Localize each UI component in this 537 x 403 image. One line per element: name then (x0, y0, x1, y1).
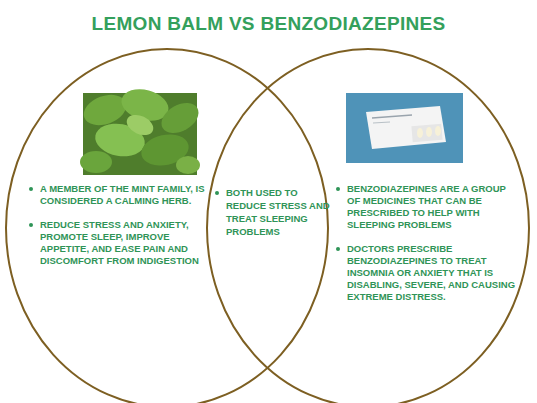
circle-outline (207, 49, 529, 403)
bullet-text: DOCTORS PRESCRIBE BENZODIAZEPINES TO TRE… (347, 243, 515, 302)
bullet-list: BENZODIAZEPINES ARE A GROUP OF MEDICINES… (335, 183, 516, 315)
diagram-title: LEMON BALM VS BENZODIAZEPINES (0, 13, 537, 35)
photo-ground (346, 93, 463, 163)
bullet-dot (336, 187, 340, 191)
leaf (124, 111, 157, 139)
blister (411, 124, 442, 143)
box-print (372, 115, 412, 118)
venn-circle: A MEMBER OF THE MINT FAMILY, IS CONSIDER… (5, 48, 329, 403)
pill (426, 127, 432, 137)
bullet-text: REDUCE STRESS AND ANXIETY, PROMOTE SLEEP… (40, 219, 199, 266)
bullet-item: REDUCE STRESS AND ANXIETY, PROMOTE SLEEP… (28, 219, 206, 267)
leaf (156, 97, 204, 140)
bullet-dot (29, 187, 33, 191)
pill (417, 128, 423, 138)
bullet-text: BENZODIAZEPINES ARE A GROUP OF MEDICINES… (347, 183, 506, 230)
shared-note: BOTH USED TO REDUCE STRESS AND TREAT SLE… (214, 186, 330, 238)
bullet-dot (29, 223, 33, 227)
bullet-item: DOCTORS PRESCRIBE BENZODIAZEPINES TO TRE… (335, 243, 516, 303)
bullet-item: A MEMBER OF THE MINT FAMILY, IS CONSIDER… (28, 183, 206, 207)
bullet-dot (215, 191, 219, 195)
note-text: BOTH USED TO REDUCE STRESS AND TREAT SLE… (226, 187, 330, 237)
leaf (176, 156, 200, 174)
pill-box (366, 106, 446, 149)
venn-circle: BENZODIAZEPINES ARE A GROUP OF MEDICINES… (206, 48, 530, 403)
bullet-dot (336, 247, 340, 251)
pill (435, 126, 441, 136)
pill-box-photo (346, 93, 463, 163)
box-print (373, 122, 390, 123)
leaf (80, 151, 112, 173)
lemon-balm-photo (80, 84, 204, 175)
bullet-item: BENZODIAZEPINES ARE A GROUP OF MEDICINES… (335, 183, 516, 231)
bullet-list: A MEMBER OF THE MINT FAMILY, IS CONSIDER… (28, 183, 206, 279)
bullet-text: A MEMBER OF THE MINT FAMILY, IS CONSIDER… (40, 183, 205, 206)
